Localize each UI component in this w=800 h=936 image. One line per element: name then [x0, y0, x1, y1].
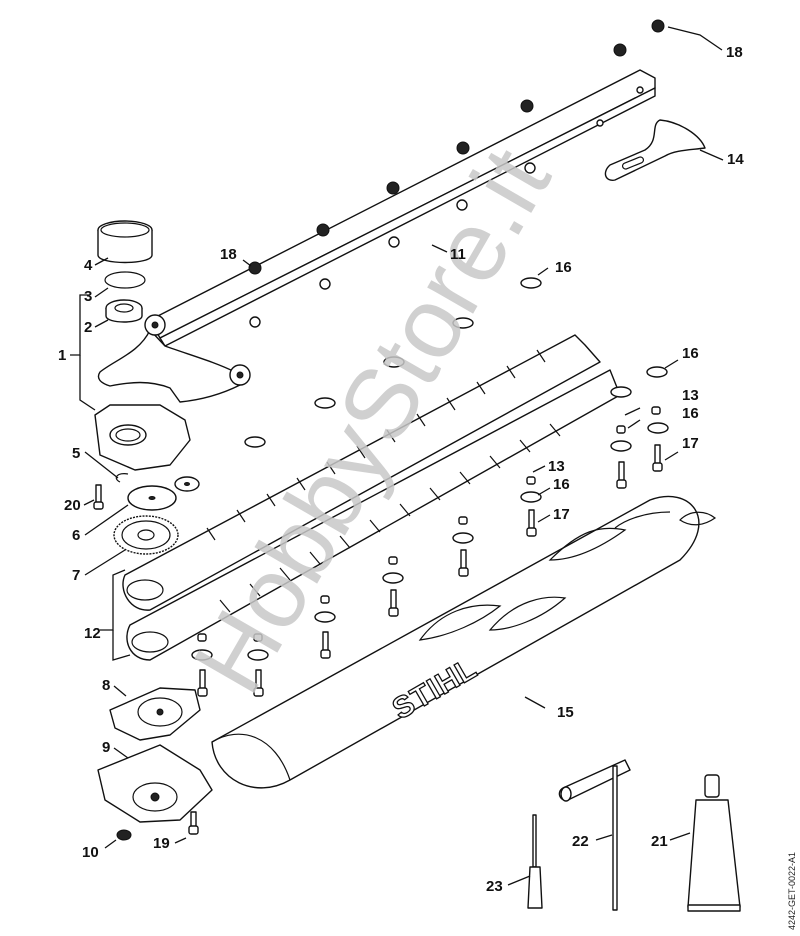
end-plate-slot	[621, 156, 645, 170]
grease-tube-part[interactable]	[687, 774, 741, 912]
circlip-part[interactable]	[104, 271, 146, 289]
callout-14: 14	[727, 151, 744, 168]
washer-small[interactable]	[174, 476, 200, 492]
leader-lines	[70, 26, 724, 886]
e-clip-part[interactable]	[115, 473, 129, 483]
callout-13: 13	[548, 458, 565, 475]
callout-20: 20	[64, 497, 81, 514]
callout-17: 17	[682, 435, 699, 452]
grommet-part[interactable]	[116, 829, 132, 841]
callout-12: 12	[84, 625, 101, 642]
callout-19: 19	[153, 835, 170, 852]
callout-16: 16	[553, 476, 570, 493]
callout-6: 6	[72, 527, 80, 544]
guard-bar-part[interactable]	[97, 69, 656, 403]
callout-2: 2	[84, 319, 92, 336]
gear-cover-plate-part[interactable]	[109, 687, 201, 741]
blade-teeth	[206, 349, 561, 613]
guard-bar-rivets	[249, 86, 644, 328]
hex-nuts[interactable]	[248, 19, 665, 275]
document-id: 4242-GET-0022-A1	[787, 852, 797, 930]
callout-18: 18	[726, 44, 743, 61]
callout-17: 17	[553, 506, 570, 523]
callout-22: 22	[572, 833, 589, 850]
spur-gear-part[interactable]	[113, 515, 179, 555]
callout-13: 13	[682, 387, 699, 404]
cap-part[interactable]	[97, 220, 153, 264]
callout-3: 3	[84, 288, 92, 305]
callout-16: 16	[555, 259, 572, 276]
combination-wrench-part[interactable]	[558, 759, 631, 911]
washers[interactable]	[191, 277, 669, 661]
callout-labels: 18 14 11 18 16 16 13 16 17 13 16 17 4 3 …	[58, 44, 744, 895]
bearing-part[interactable]	[105, 299, 143, 323]
callout-4: 4	[84, 257, 93, 274]
gear-housing-part[interactable]	[94, 404, 191, 471]
callout-5: 5	[72, 445, 80, 462]
callout-23: 23	[486, 878, 503, 895]
screw-20[interactable]	[93, 484, 104, 510]
callout-16: 16	[682, 345, 699, 362]
callout-8: 8	[102, 677, 110, 694]
callout-7: 7	[72, 567, 80, 584]
disc-part[interactable]	[127, 485, 177, 511]
callout-10: 10	[82, 844, 99, 861]
callout-18: 18	[220, 246, 237, 263]
cutter-blade-part[interactable]	[122, 334, 621, 661]
screwdriver-part[interactable]	[527, 814, 543, 909]
callout-1: 1	[58, 347, 66, 364]
callout-16: 16	[682, 405, 699, 422]
callout-15: 15	[557, 704, 574, 721]
screws[interactable]	[188, 444, 663, 835]
callout-11: 11	[450, 246, 466, 263]
spacers[interactable]	[197, 406, 661, 642]
end-plate-part[interactable]	[604, 119, 706, 181]
gear-housing-cover-part[interactable]	[97, 744, 213, 823]
callout-9: 9	[102, 739, 110, 756]
callout-21: 21	[651, 833, 668, 850]
